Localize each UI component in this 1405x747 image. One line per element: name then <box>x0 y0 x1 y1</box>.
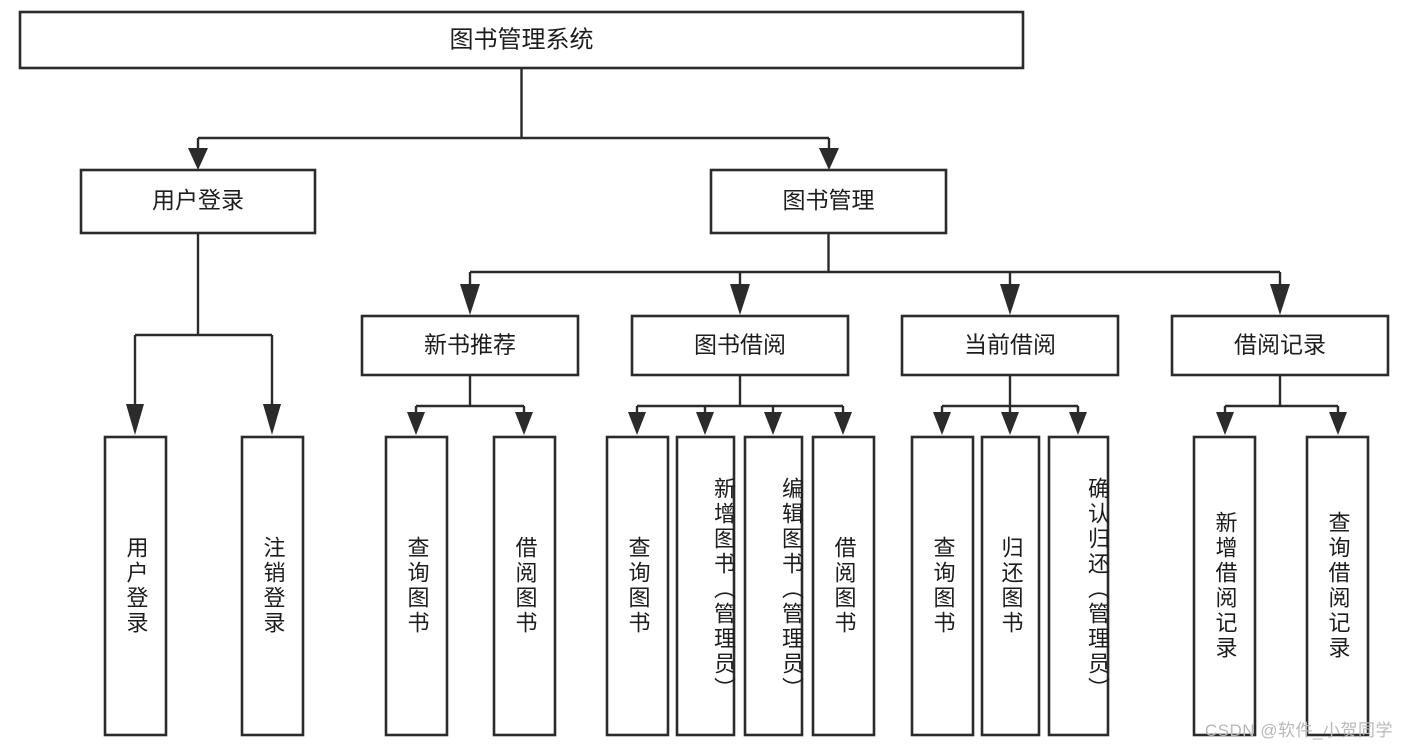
arrowhead-borrow-record <box>1270 284 1290 315</box>
leaf-box-edit-book[interactable] <box>743 435 804 737</box>
node-borrow-record-box[interactable] <box>1170 314 1390 377</box>
arrowhead-new-book-recommend <box>460 284 480 315</box>
node-book-borrow-box[interactable] <box>630 314 850 377</box>
arrowhead-leaf-edit-book <box>764 412 782 435</box>
arrowhead-user-login <box>188 148 208 170</box>
leaf-box-query-book-2[interactable] <box>605 435 670 737</box>
node-root-box[interactable] <box>18 10 1025 70</box>
arrowhead-leaf-return-book <box>1001 412 1019 435</box>
leaf-box-query-record[interactable] <box>1305 435 1370 737</box>
arrowhead-book-management <box>819 148 839 170</box>
node-current-borrow-label: 当前借阅 <box>964 332 1056 358</box>
leaf-box-query-book-3[interactable] <box>910 435 975 737</box>
node-user-login-label: 用户登录 <box>152 187 244 213</box>
node-book-management-label: 图书管理 <box>783 187 875 213</box>
leaf-box-borrow-book-2[interactable] <box>811 435 876 737</box>
leaf-box-logout-login[interactable] <box>240 435 305 737</box>
leaf-box-user-login[interactable] <box>103 435 168 737</box>
arrowhead-leaf-query-book-2 <box>628 412 646 435</box>
arrowhead-leaf-borrow-book-2 <box>834 412 852 435</box>
arrowhead-leaf-borrow-book-1 <box>515 412 533 435</box>
node-root-label: 图书管理系统 <box>450 26 594 53</box>
arrowhead-leaf-user-login <box>126 404 144 435</box>
leaf-box-confirm-return[interactable] <box>1047 435 1110 737</box>
node-new-book-recommend-label: 新书推荐 <box>424 332 516 358</box>
arrowhead-book-borrow <box>730 284 750 315</box>
node-book-borrow-label: 图书借阅 <box>694 332 786 358</box>
leaf-box-borrow-book-1[interactable] <box>492 435 557 737</box>
node-current-borrow-box[interactable] <box>900 314 1120 377</box>
arrowhead-leaf-logout-login <box>263 404 281 435</box>
node-book-management-box[interactable] <box>709 168 948 235</box>
arrowhead-leaf-add-record <box>1216 412 1234 435</box>
leaf-box-add-book[interactable] <box>675 435 736 737</box>
node-new-book-recommend-box[interactable] <box>360 314 580 377</box>
leaf-box-query-book-1[interactable] <box>384 435 449 737</box>
arrowhead-leaf-add-book <box>696 412 714 435</box>
arrowhead-leaf-confirm-return <box>1069 412 1087 435</box>
leaf-box-add-record[interactable] <box>1192 435 1257 737</box>
arrowhead-leaf-query-record <box>1329 412 1347 435</box>
arrowhead-leaf-query-book-1 <box>407 412 425 435</box>
leaf-box-return-book[interactable] <box>980 435 1041 737</box>
node-borrow-record-label: 借阅记录 <box>1234 332 1326 358</box>
arrowhead-current-borrow <box>1000 284 1020 315</box>
csdn-watermark: CSDN @软件_小贺同学 <box>1204 721 1393 740</box>
arrowhead-leaf-query-book-3 <box>933 412 951 435</box>
